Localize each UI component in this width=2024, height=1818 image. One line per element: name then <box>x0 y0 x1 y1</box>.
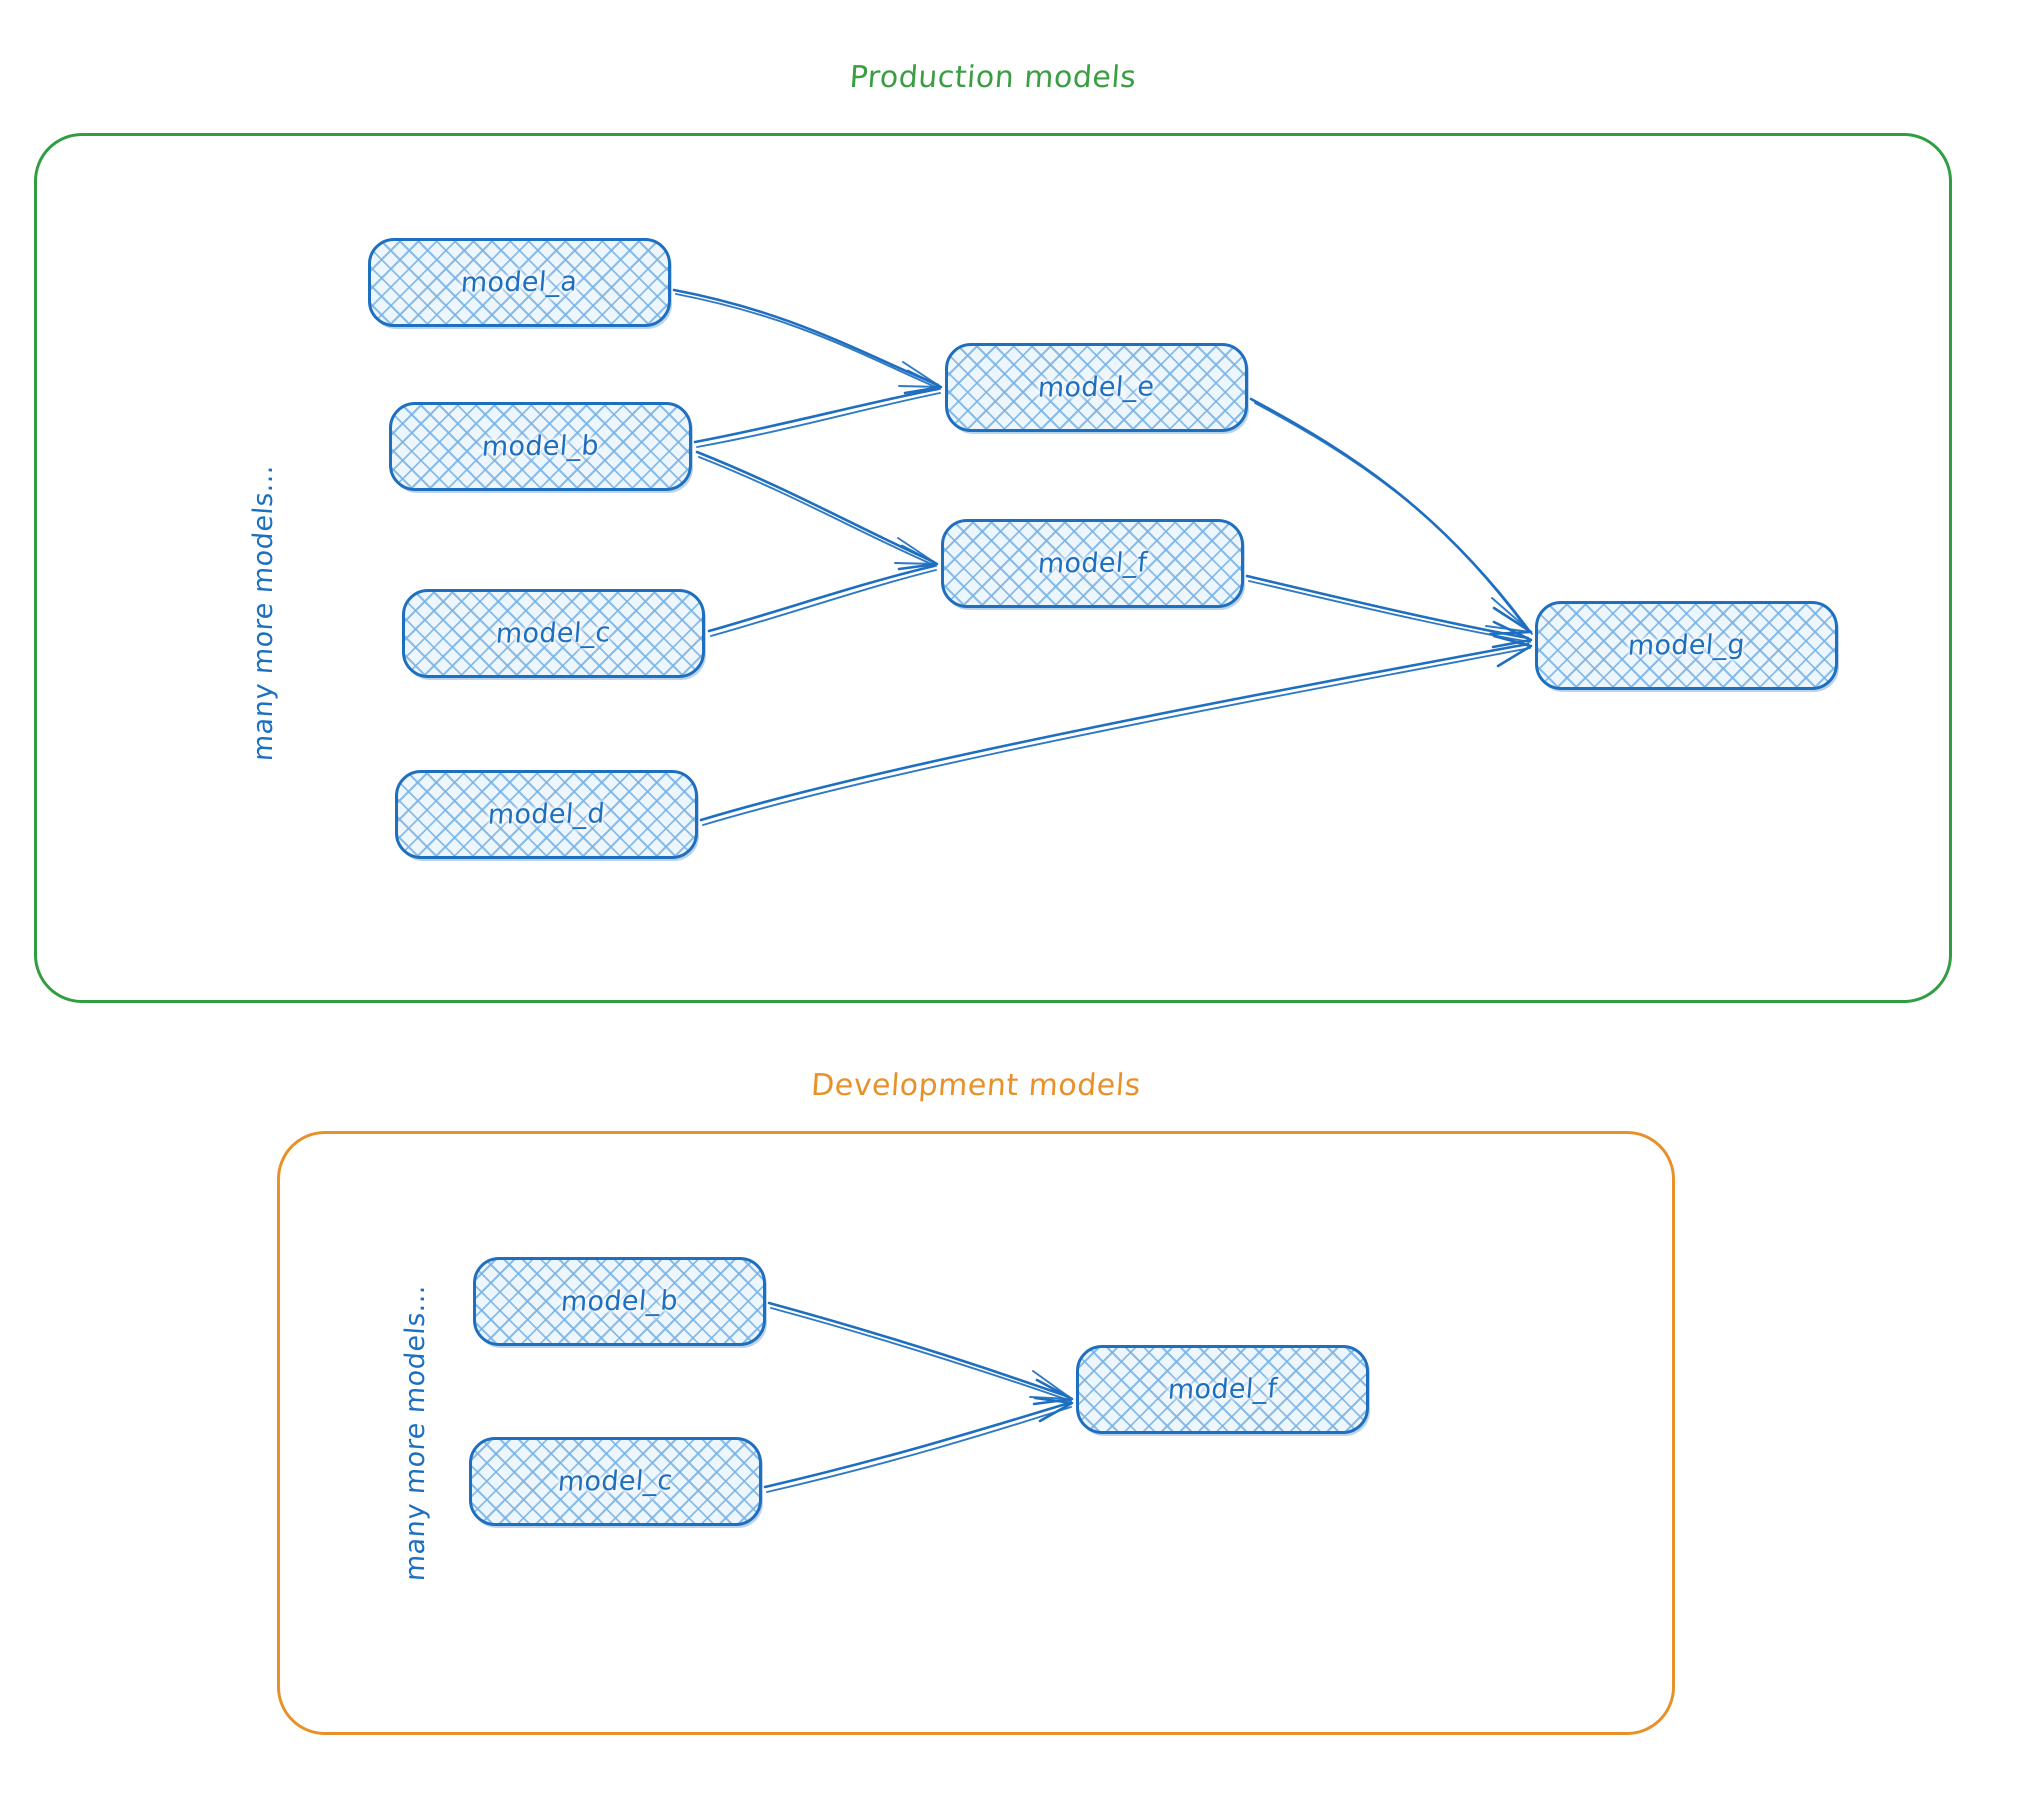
node-dev-model-b[interactable]: model_b <box>473 1257 766 1346</box>
node-model-f[interactable]: model_f <box>941 519 1244 608</box>
node-model-d-label: model_d <box>486 798 607 831</box>
production-group-frame <box>34 133 1952 1003</box>
node-model-g-label: model_g <box>1626 629 1747 662</box>
node-model-d[interactable]: model_d <box>395 770 698 859</box>
development-group-frame <box>277 1131 1675 1735</box>
node-dev-model-f-label: model_f <box>1166 1373 1279 1406</box>
node-model-c[interactable]: model_c <box>402 589 705 678</box>
node-model-f-label: model_f <box>1036 547 1149 580</box>
node-model-b[interactable]: model_b <box>389 402 692 491</box>
node-model-e[interactable]: model_e <box>945 343 1248 432</box>
node-model-a[interactable]: model_a <box>368 238 671 327</box>
node-model-g[interactable]: model_g <box>1535 601 1838 690</box>
node-model-a-label: model_a <box>460 266 579 299</box>
node-dev-model-b-label: model_b <box>559 1285 680 1318</box>
production-many-more-models-label: many more models... <box>248 463 279 763</box>
node-model-b-label: model_b <box>480 430 601 463</box>
node-dev-model-f[interactable]: model_f <box>1076 1345 1369 1434</box>
development-many-more-models-label: many more models... <box>400 1283 431 1583</box>
production-group-title: Production models <box>848 60 1138 95</box>
development-group-title: Development models <box>809 1068 1142 1103</box>
node-dev-model-c[interactable]: model_c <box>469 1437 762 1526</box>
node-model-e-label: model_e <box>1037 371 1156 404</box>
node-dev-model-c-label: model_c <box>556 1465 675 1498</box>
node-model-c-label: model_c <box>494 617 613 650</box>
